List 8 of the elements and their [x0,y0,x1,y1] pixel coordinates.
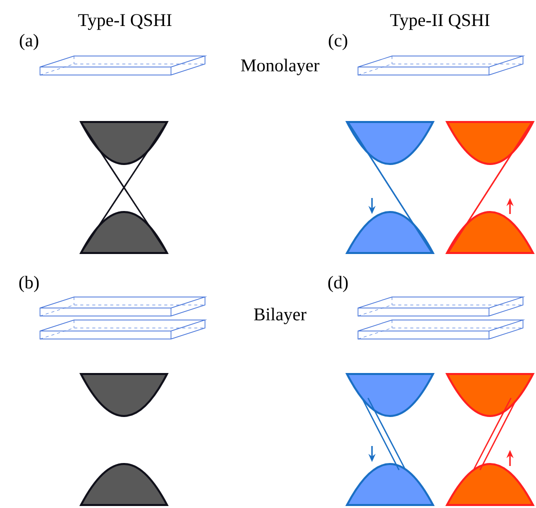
column-title: Type-I QSHI [78,14,172,30]
row-label: Bilayer [254,308,306,324]
panel-label: (d) [328,276,348,292]
panel-label: (c) [328,34,348,50]
column-title: Type-II QSHI [390,14,490,30]
panel-label: (b) [19,276,39,292]
row-label: Monolayer [241,58,320,76]
panel-label: (a) [20,34,38,50]
